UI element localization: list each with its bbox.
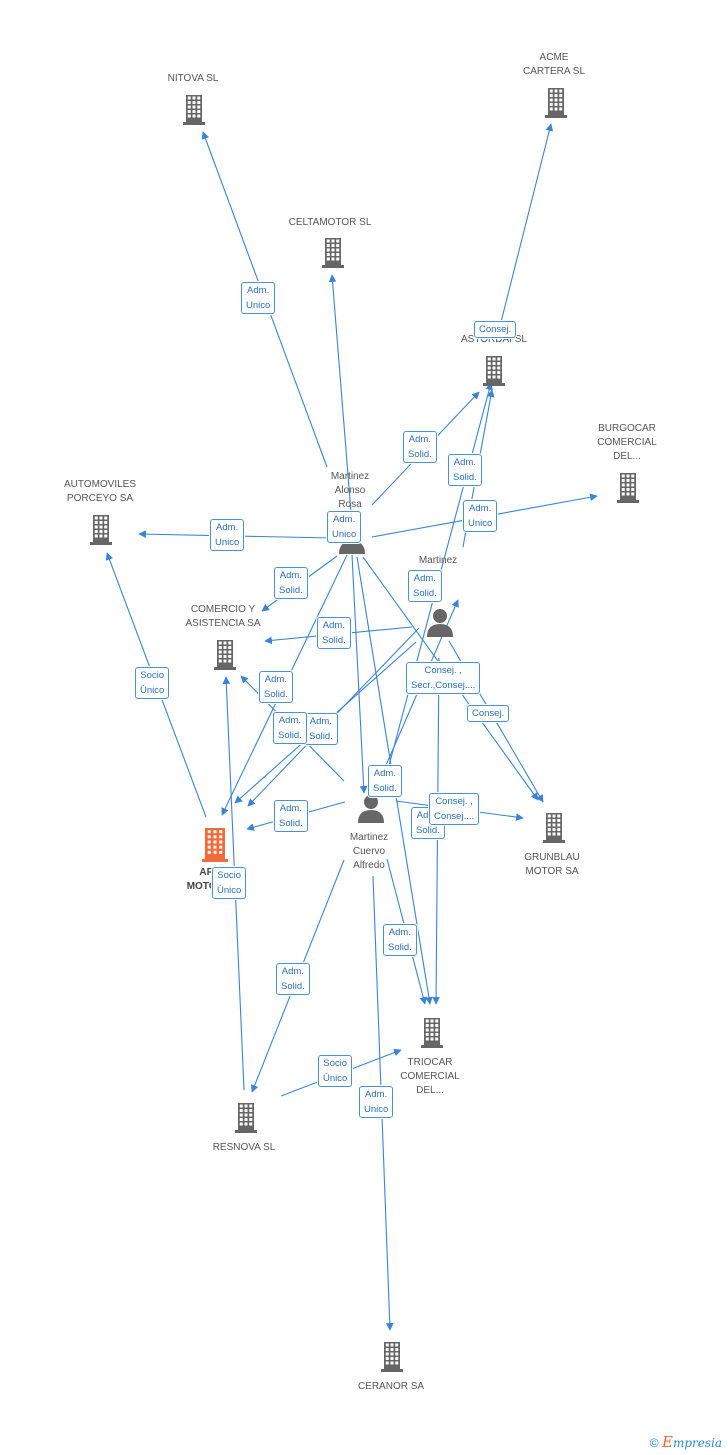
relation-role-label: Adm. Solid. [274,800,308,832]
nodes-layer [90,88,639,1372]
relation-role-label: Adm. Solid. [276,963,310,995]
person-icon[interactable] [358,795,384,823]
company-name-label[interactable]: CERANOR SA [357,1381,425,1392]
relation-role-label: Adm. Solid. [304,713,338,745]
empresia-watermark[interactable]: © Empresia [650,1433,722,1451]
company-name-label[interactable]: AUTOMOVILES PORCEYO SA [63,479,137,504]
relation-edge [351,554,368,794]
company-building-icon[interactable] [421,1018,443,1048]
brand-initial: E [661,1433,673,1451]
company-building-icon[interactable] [183,95,205,125]
relation-role-label: Consej. , Secr.,Consej.... [406,662,481,694]
relation-role-label: Adm. Unico [463,500,498,532]
relation-role-label: Adm. Solid. [383,924,417,956]
company-building-icon[interactable] [322,238,344,268]
company-name-label[interactable]: COMERCIO Y ASISTENCIA SA [185,604,261,629]
brand-name: mpresia [672,1436,722,1450]
person-name-label[interactable]: Martinez Cuervo Alfredo [349,832,389,871]
relation-role-label: Socio Único [318,1055,353,1087]
relation-edge [499,123,554,327]
company-building-icon[interactable] [617,473,639,503]
edges-layer [105,123,598,1331]
relation-role-label: Adm. Solid. [274,567,308,599]
relation-role-label: Consej. [474,321,517,338]
relation-role-label: Adm. Solid. [408,570,442,602]
relation-role-label: Adm. Unico [210,519,245,551]
company-building-icon[interactable] [90,515,112,545]
person-name-label[interactable]: Martinez Alonso Rosa [330,471,370,510]
relation-role-label: Consej. , Consej.... [429,793,480,825]
copyright-symbol: © [649,1436,659,1450]
company-building-icon[interactable] [235,1103,257,1133]
company-name-label[interactable]: CELTAMOTOR SL [288,217,372,228]
person-icon[interactable] [427,609,453,637]
company-building-icon[interactable] [381,1342,403,1372]
company-name-label[interactable]: ACME CARTERA SL [522,52,586,77]
relation-edge [328,274,353,526]
company-name-label[interactable]: BURGOCAR COMERCIAL DEL... [597,423,657,462]
relation-role-label: Adm. Solid. [273,712,307,744]
focus-company-building-icon[interactable] [202,828,228,862]
company-building-icon[interactable] [214,640,236,670]
company-name-label[interactable]: NITOVA SL [167,73,219,84]
relation-role-label: Consej. [467,705,510,722]
company-name-label[interactable]: RESNOVA SL [212,1142,276,1153]
relation-role-label: Adm. Solid. [259,671,293,703]
company-name-label[interactable]: GRUNBLAU MOTOR SA [524,852,580,877]
relation-role-label: Adm. Solid. [368,765,402,797]
relation-role-label: Adm. Solid. [317,617,351,649]
relation-role-label: Socio Único [212,867,247,899]
company-building-icon[interactable] [545,88,567,118]
company-building-icon[interactable] [543,813,565,843]
relation-role-label: Adm. Unico [327,511,362,543]
relation-role-label: Adm. Solid. [448,454,482,486]
company-name-label[interactable]: ASTORDAI SL [461,334,527,345]
relation-role-label: Adm. Unico [241,282,276,314]
company-building-icon[interactable] [483,356,505,386]
company-name-label[interactable]: TRIOCAR COMERCIAL DEL... [400,1057,460,1096]
relation-role-label: Socio Único [135,667,170,699]
relation-role-label: Adm. Unico [359,1086,394,1118]
relation-role-label: Adm. Solid. [403,431,437,463]
